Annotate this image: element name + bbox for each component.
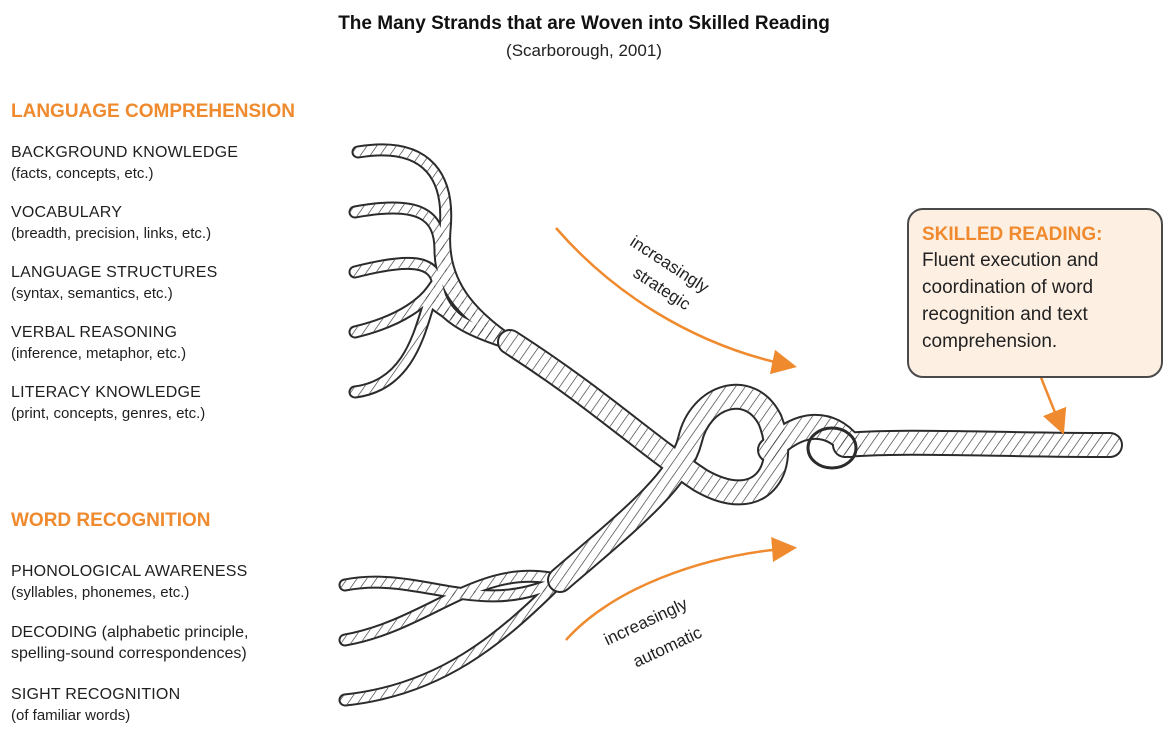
skilled-reading-description-line: recognition and text — [922, 302, 1151, 327]
skilled-reading-box: SKILLED READING: Fluent execution and co… — [907, 208, 1163, 378]
skilled-reading-pointer — [1040, 375, 1062, 430]
skilled-reading-title: SKILLED READING: — [922, 224, 1151, 246]
lower-strands — [345, 576, 560, 700]
skilled-reading-description-line: Fluent execution and — [922, 248, 1151, 273]
upper-strands — [355, 150, 515, 392]
skilled-reading-description-line: comprehension. — [922, 329, 1151, 354]
skilled-reading-description-line: coordination of word — [922, 275, 1151, 300]
strand-rope — [355, 300, 515, 392]
